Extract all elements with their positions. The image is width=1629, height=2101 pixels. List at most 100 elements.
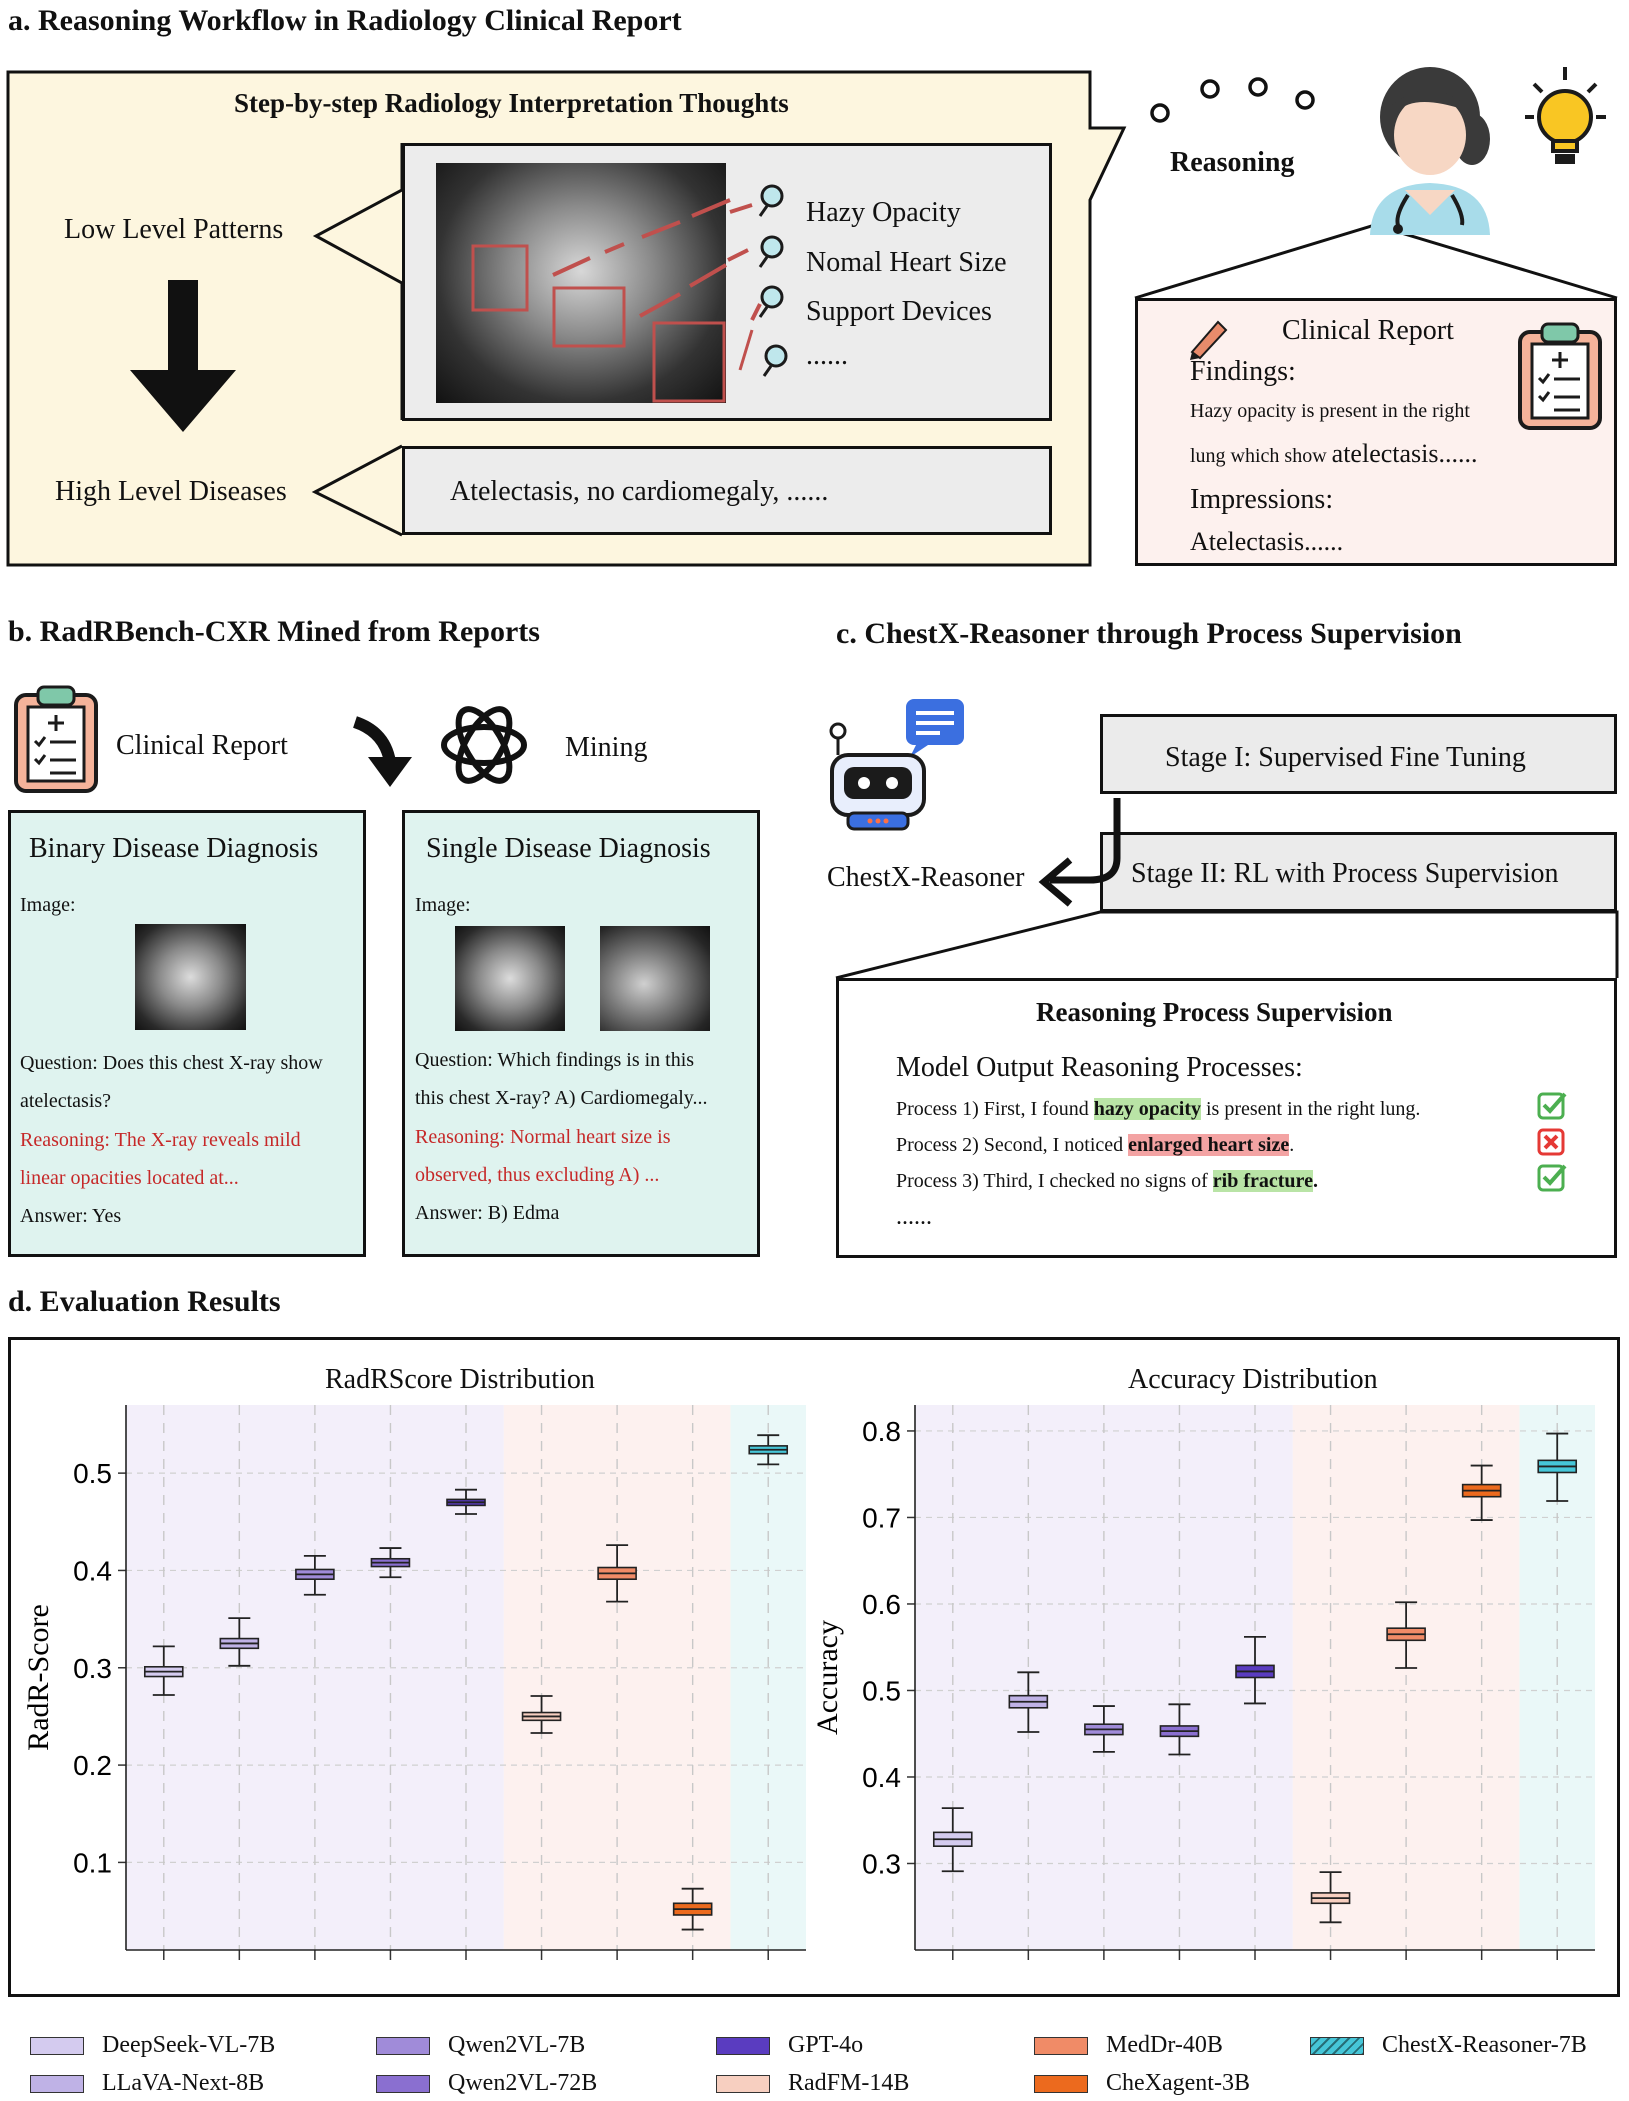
impressions-text: Atelectasis...... xyxy=(1190,527,1344,556)
chart1-title: RadRScore Distribution xyxy=(325,1364,595,1395)
binary-answer: Answer: Yes xyxy=(20,1205,122,1227)
chart2-title: Accuracy Distribution xyxy=(1128,1364,1378,1395)
process-1-pre: Process 1) First, I found xyxy=(896,1098,1094,1120)
process-2-post: . xyxy=(1289,1134,1295,1156)
binary-reasoning-2: linear opacities located at... xyxy=(20,1167,239,1189)
process-3: Process 3) Third, I checked no signs of … xyxy=(896,1170,1318,1193)
single-diagnosis-card xyxy=(402,810,760,1257)
bubble-title: Step-by-step Radiology Interpretation Th… xyxy=(234,88,789,118)
legend-label: DeepSeek-VL-7B xyxy=(102,2032,276,2058)
openai-logo-icon xyxy=(441,706,527,784)
curved-arrow-icon xyxy=(352,716,412,787)
box-gpt-4o xyxy=(1235,1635,1275,1705)
single-answer: Answer: B) Edma xyxy=(415,1202,560,1224)
box-qwen2vl-7b xyxy=(295,1554,335,1596)
legend-swatch xyxy=(30,2074,84,2093)
check-icon xyxy=(1537,1164,1567,1192)
legend-label: GPT-4o xyxy=(788,2032,864,2058)
process-1-post: is present in the right lung. xyxy=(1200,1098,1421,1120)
clipboard-icon xyxy=(1518,322,1602,430)
process-ellipsis: ...... xyxy=(896,1204,932,1230)
xray-annotations xyxy=(471,184,788,403)
findings-label: Findings: xyxy=(1190,356,1296,387)
single-question-2: this chest X-ray? A) Cardiomegaly... xyxy=(415,1087,708,1109)
section-c-title: c. ChestX-Reasoner through Process Super… xyxy=(836,617,1462,650)
box-radfm-14b xyxy=(521,1695,562,1734)
y-tick-label: 0.4 xyxy=(73,1555,112,1586)
binary-title: Binary Disease Diagnosis xyxy=(29,833,319,864)
single-image-label: Image: xyxy=(415,894,471,916)
process-1: Process 1) First, I found hazy opacity i… xyxy=(896,1098,1420,1121)
box-qwen2vl-72b xyxy=(1159,1703,1200,1756)
single-xray-frontal-image xyxy=(455,926,565,1031)
y-tick-label: 0.7 xyxy=(862,1502,901,1533)
y-tick-label: 0.4 xyxy=(862,1762,901,1793)
reasoning-label: Reasoning xyxy=(1170,147,1295,178)
legend-item: MedDr-40B xyxy=(1034,2032,1223,2059)
robot-icon xyxy=(829,699,964,831)
y-tick-label: 0.6 xyxy=(862,1589,901,1620)
process-2-highlight: enlarged heart size xyxy=(1128,1134,1290,1156)
pattern-ellipsis: ...... xyxy=(806,340,848,371)
process-2-pre: Process 2) Second, I noticed xyxy=(896,1134,1129,1156)
legend-label: Qwen2VL-72B xyxy=(448,2070,598,2096)
legend-label: MedDr-40B xyxy=(1106,2032,1223,2058)
diseases-panel xyxy=(402,446,1052,535)
legend-item: DeepSeek-VL-7B xyxy=(30,2032,275,2059)
findings-line1: Hazy opacity is present in the right xyxy=(1190,400,1470,422)
section-d-title: d. Evaluation Results xyxy=(8,1285,281,1318)
legend-swatch xyxy=(716,2036,770,2055)
y-tick-label: 0.3 xyxy=(73,1653,112,1684)
box-llava-next-8b xyxy=(219,1617,260,1667)
box-chexagent-3b xyxy=(1461,1464,1502,1521)
y-axis-label: RadR-Score xyxy=(22,1604,55,1751)
process-3-pre: Process 3) Third, I checked no signs of xyxy=(896,1170,1213,1192)
magnifier-icon xyxy=(758,184,788,377)
box-llava-next-8b xyxy=(1008,1671,1049,1733)
findings-line2a: lung which show xyxy=(1190,445,1327,467)
stage-connectors xyxy=(835,798,1619,980)
pencil-icon xyxy=(1190,320,1228,360)
doctor-icon xyxy=(1370,67,1490,235)
process-3-post: . xyxy=(1312,1170,1318,1192)
box-meddr-40b xyxy=(597,1544,637,1603)
binary-image-label: Image: xyxy=(20,894,76,916)
process-supervision-panel xyxy=(836,978,1617,1258)
box-deepseek-vl-7b xyxy=(143,1645,184,1696)
legend-label: Qwen2VL-7B xyxy=(448,2032,586,2058)
chest-xray-image xyxy=(436,163,726,403)
single-question-1: Question: Which findings is in this xyxy=(415,1049,695,1071)
legend-item: LLaVA-Next-8B xyxy=(30,2070,264,2097)
y-tick-label: 0.3 xyxy=(862,1848,901,1879)
section-b-title: b. RadRBench-CXR Mined from Reports xyxy=(8,615,540,648)
diseases-text: Atelectasis, no cardiomegaly, ...... xyxy=(450,476,829,507)
stage1-box xyxy=(1100,714,1617,794)
y-tick-label: 0.5 xyxy=(73,1458,112,1489)
y-tick-label: 0.1 xyxy=(73,1847,112,1878)
box-radfm-14b xyxy=(1310,1871,1351,1924)
pattern-hazy-opacity: Hazy Opacity xyxy=(806,197,961,228)
binary-diagnosis-card xyxy=(8,810,366,1257)
legend-label: CheXagent-3B xyxy=(1106,2070,1250,2096)
legend-swatch xyxy=(1310,2036,1364,2055)
box-chestx-reasoner-7b xyxy=(1537,1432,1578,1502)
legend-item: CheXagent-3B xyxy=(1034,2070,1250,2097)
box-chestx-reasoner-7b xyxy=(748,1434,789,1466)
y-tick-label: 0.5 xyxy=(862,1675,901,1706)
legend-item: Qwen2VL-7B xyxy=(376,2032,585,2059)
legend-swatch xyxy=(1034,2036,1088,2055)
y-tick-label: 0.8 xyxy=(862,1416,901,1447)
process-1-highlight: hazy opacity xyxy=(1093,1098,1201,1120)
report-title: Clinical Report xyxy=(1282,315,1454,346)
y-axis-label: Accuracy xyxy=(811,1620,844,1735)
single-reasoning-2: observed, thus excluding A) ... xyxy=(415,1164,660,1186)
legend-swatch xyxy=(376,2036,430,2055)
legend-item: RadFM-14B xyxy=(716,2070,909,2097)
box-chexagent-3b xyxy=(672,1887,713,1931)
stage1-label: Stage I: Supervised Fine Tuning xyxy=(1165,742,1526,773)
high-level-label: High Level Diseases xyxy=(55,476,287,507)
process-status-icons xyxy=(1537,1092,1567,1192)
box-qwen2vl-7b xyxy=(1084,1705,1124,1753)
legend-item: ChestX-Reasoner-7B xyxy=(1310,2032,1587,2059)
